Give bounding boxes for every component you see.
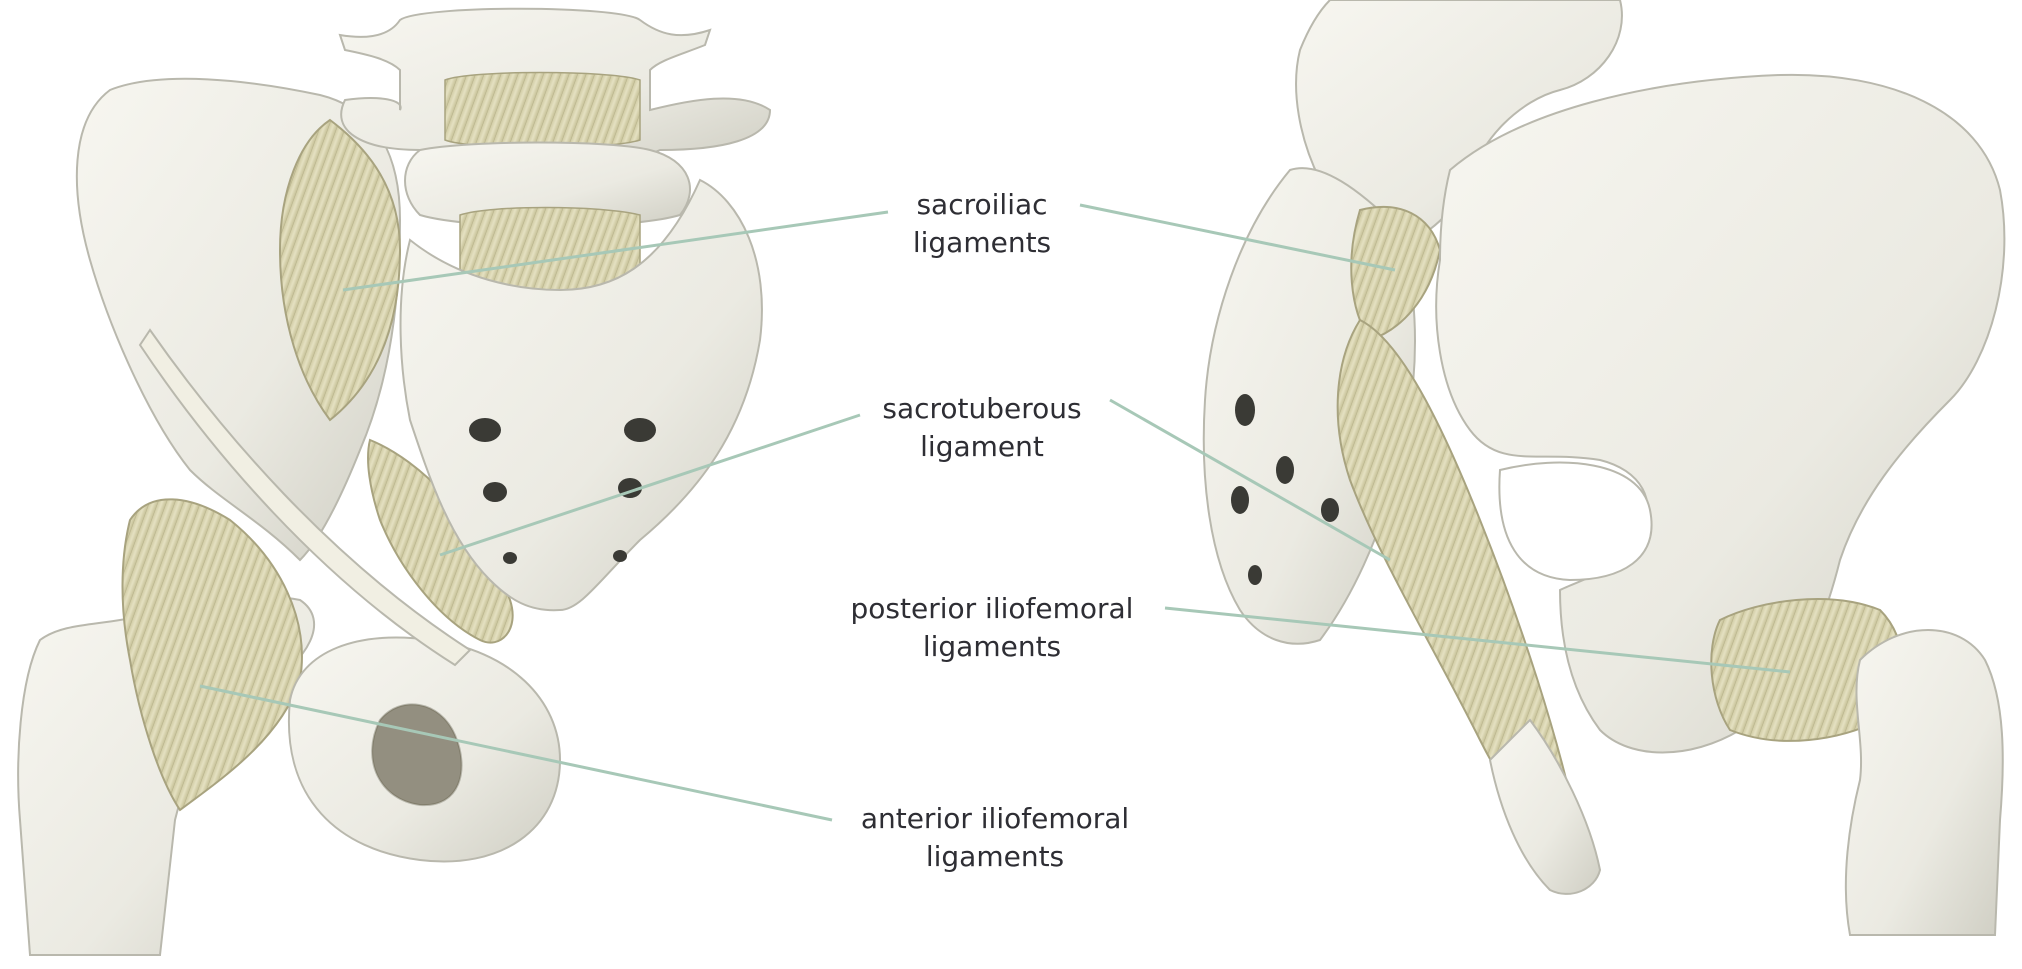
posterior-obturator-opening	[1499, 463, 1651, 580]
label-anterior-iliofemoral-line2: ligaments	[861, 838, 1129, 876]
posterior-view	[1204, 0, 2005, 935]
intervertebral-disc-upper	[445, 73, 640, 148]
label-sacroiliac-line1: sacroiliac	[913, 186, 1051, 224]
label-sacroiliac-line2: ligaments	[913, 224, 1051, 262]
label-anterior-iliofemoral-ligaments: anterior iliofemoral ligaments	[861, 800, 1129, 876]
sacroiliac-ligament-right	[1351, 207, 1440, 340]
label-sacrotuberous-line1: sacrotuberous	[882, 390, 1081, 428]
label-anterior-iliofemoral-line1: anterior iliofemoral	[861, 800, 1129, 838]
posterior-ischium	[1490, 720, 1600, 894]
label-sacrotuberous-ligament: sacrotuberous ligament	[882, 390, 1081, 466]
label-posterior-iliofemoral-ligaments: posterior iliofemoral ligaments	[851, 590, 1134, 666]
label-posterior-iliofemoral-line2: ligaments	[851, 628, 1134, 666]
label-sacrotuberous-line2: ligament	[882, 428, 1081, 466]
label-posterior-iliofemoral-line1: posterior iliofemoral	[851, 590, 1134, 628]
label-sacroiliac-ligaments: sacroiliac ligaments	[913, 186, 1051, 262]
right-femur	[1846, 630, 2003, 935]
